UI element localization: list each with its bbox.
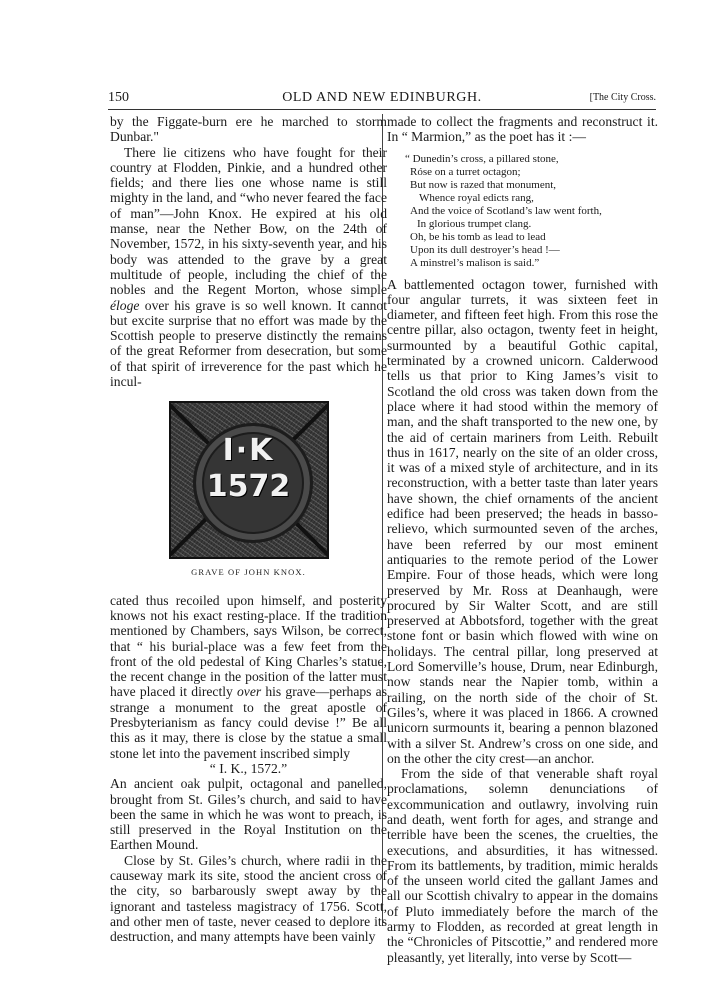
paragraph: Close by St. Giles’s church, where radii… [110,852,387,945]
paragraph: From the side of that venerable shaft ro… [387,766,658,965]
poem-line: “ Dunedin’s cross, a pillared stone, [405,152,559,165]
page-number: 150 [108,90,129,105]
left-column: by the Figgate-burn ere he marched to st… [110,114,387,944]
stone-ring [192,423,313,544]
book-title: OLD AND NEW EDINBURGH. [282,90,482,105]
poem-line: Upon its dull destroyer’s head !— [410,243,560,256]
paragraph-text: over his grave is so well known. It cann… [110,297,387,390]
poem-line: But now is razed that monument, [410,178,557,191]
figure-grave-of-john-knox: I·K 1572 GRAVE OF JOHN KNOX. [168,401,329,580]
italic-word: over [237,684,262,700]
figure-caption: GRAVE OF JOHN KNOX. [191,567,306,578]
section-title: [The City Cross. [589,92,656,103]
poem-line: Whence royal edicts rang, [419,191,534,204]
stone-inscription-initials: I·K [222,433,275,469]
paragraph: There lie citizens who have fought for t… [110,145,387,390]
inscription-quote: “ I. K., 1572.” [209,760,288,776]
paragraph-text: his grave—perhaps as strange a monument … [110,684,387,761]
right-column: made to collect the fragments and recons… [387,114,658,965]
paragraph-text: cated thus recoiled upon himself, and po… [110,592,387,700]
header-rule [108,109,656,110]
paragraph: made to collect the fragments and recons… [387,114,658,145]
poem-line: Oh, be his tomb as lead to lead [410,230,546,243]
italic-word: éloge [110,297,140,313]
paragraph-text: There lie citizens who have fought for t… [110,144,387,298]
poem-excerpt: “ Dunedin’s cross, a pillared stone, Rós… [405,153,658,270]
stone-inscription-year: 1572 [206,469,291,505]
column-divider [382,114,383,926]
poem-line: In glorious trumpet clang. [417,217,532,230]
paragraph: by the Figgate-burn ere he marched to st… [110,114,387,145]
poem-line: Róse on a turret octagon; [410,165,521,178]
gravestone-illustration: I·K 1572 [168,401,329,560]
running-header: 150 OLD AND NEW EDINBURGH. [The City Cro… [108,88,656,108]
paragraph: cated thus recoiled upon himself, and po… [110,593,387,761]
paragraph: A battlemented octagon tower, furnished … [387,276,658,766]
poem-line: A minstrel’s malison is said.” [410,256,540,269]
poem-line: And the voice of Scotland’s law went for… [410,204,602,217]
paragraph: An ancient oak pulpit, octagonal and pan… [110,776,387,853]
